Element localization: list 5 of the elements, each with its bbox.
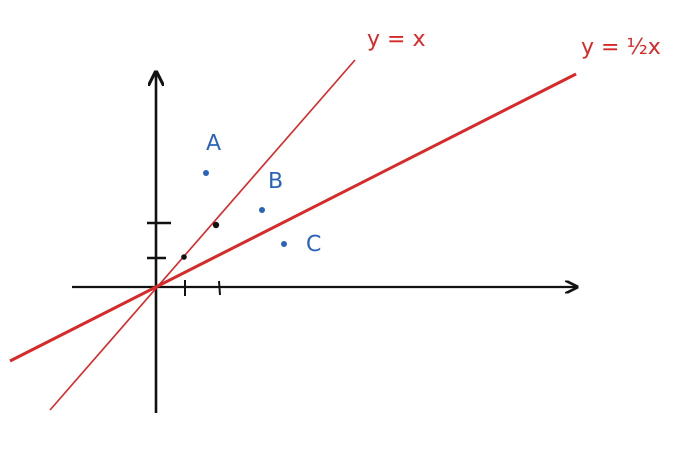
line-label: y = ½x <box>581 36 661 60</box>
point-label: B <box>268 170 284 194</box>
point-label: C <box>306 233 322 257</box>
line-label: y = x <box>367 28 426 52</box>
point-label: A <box>206 132 222 156</box>
